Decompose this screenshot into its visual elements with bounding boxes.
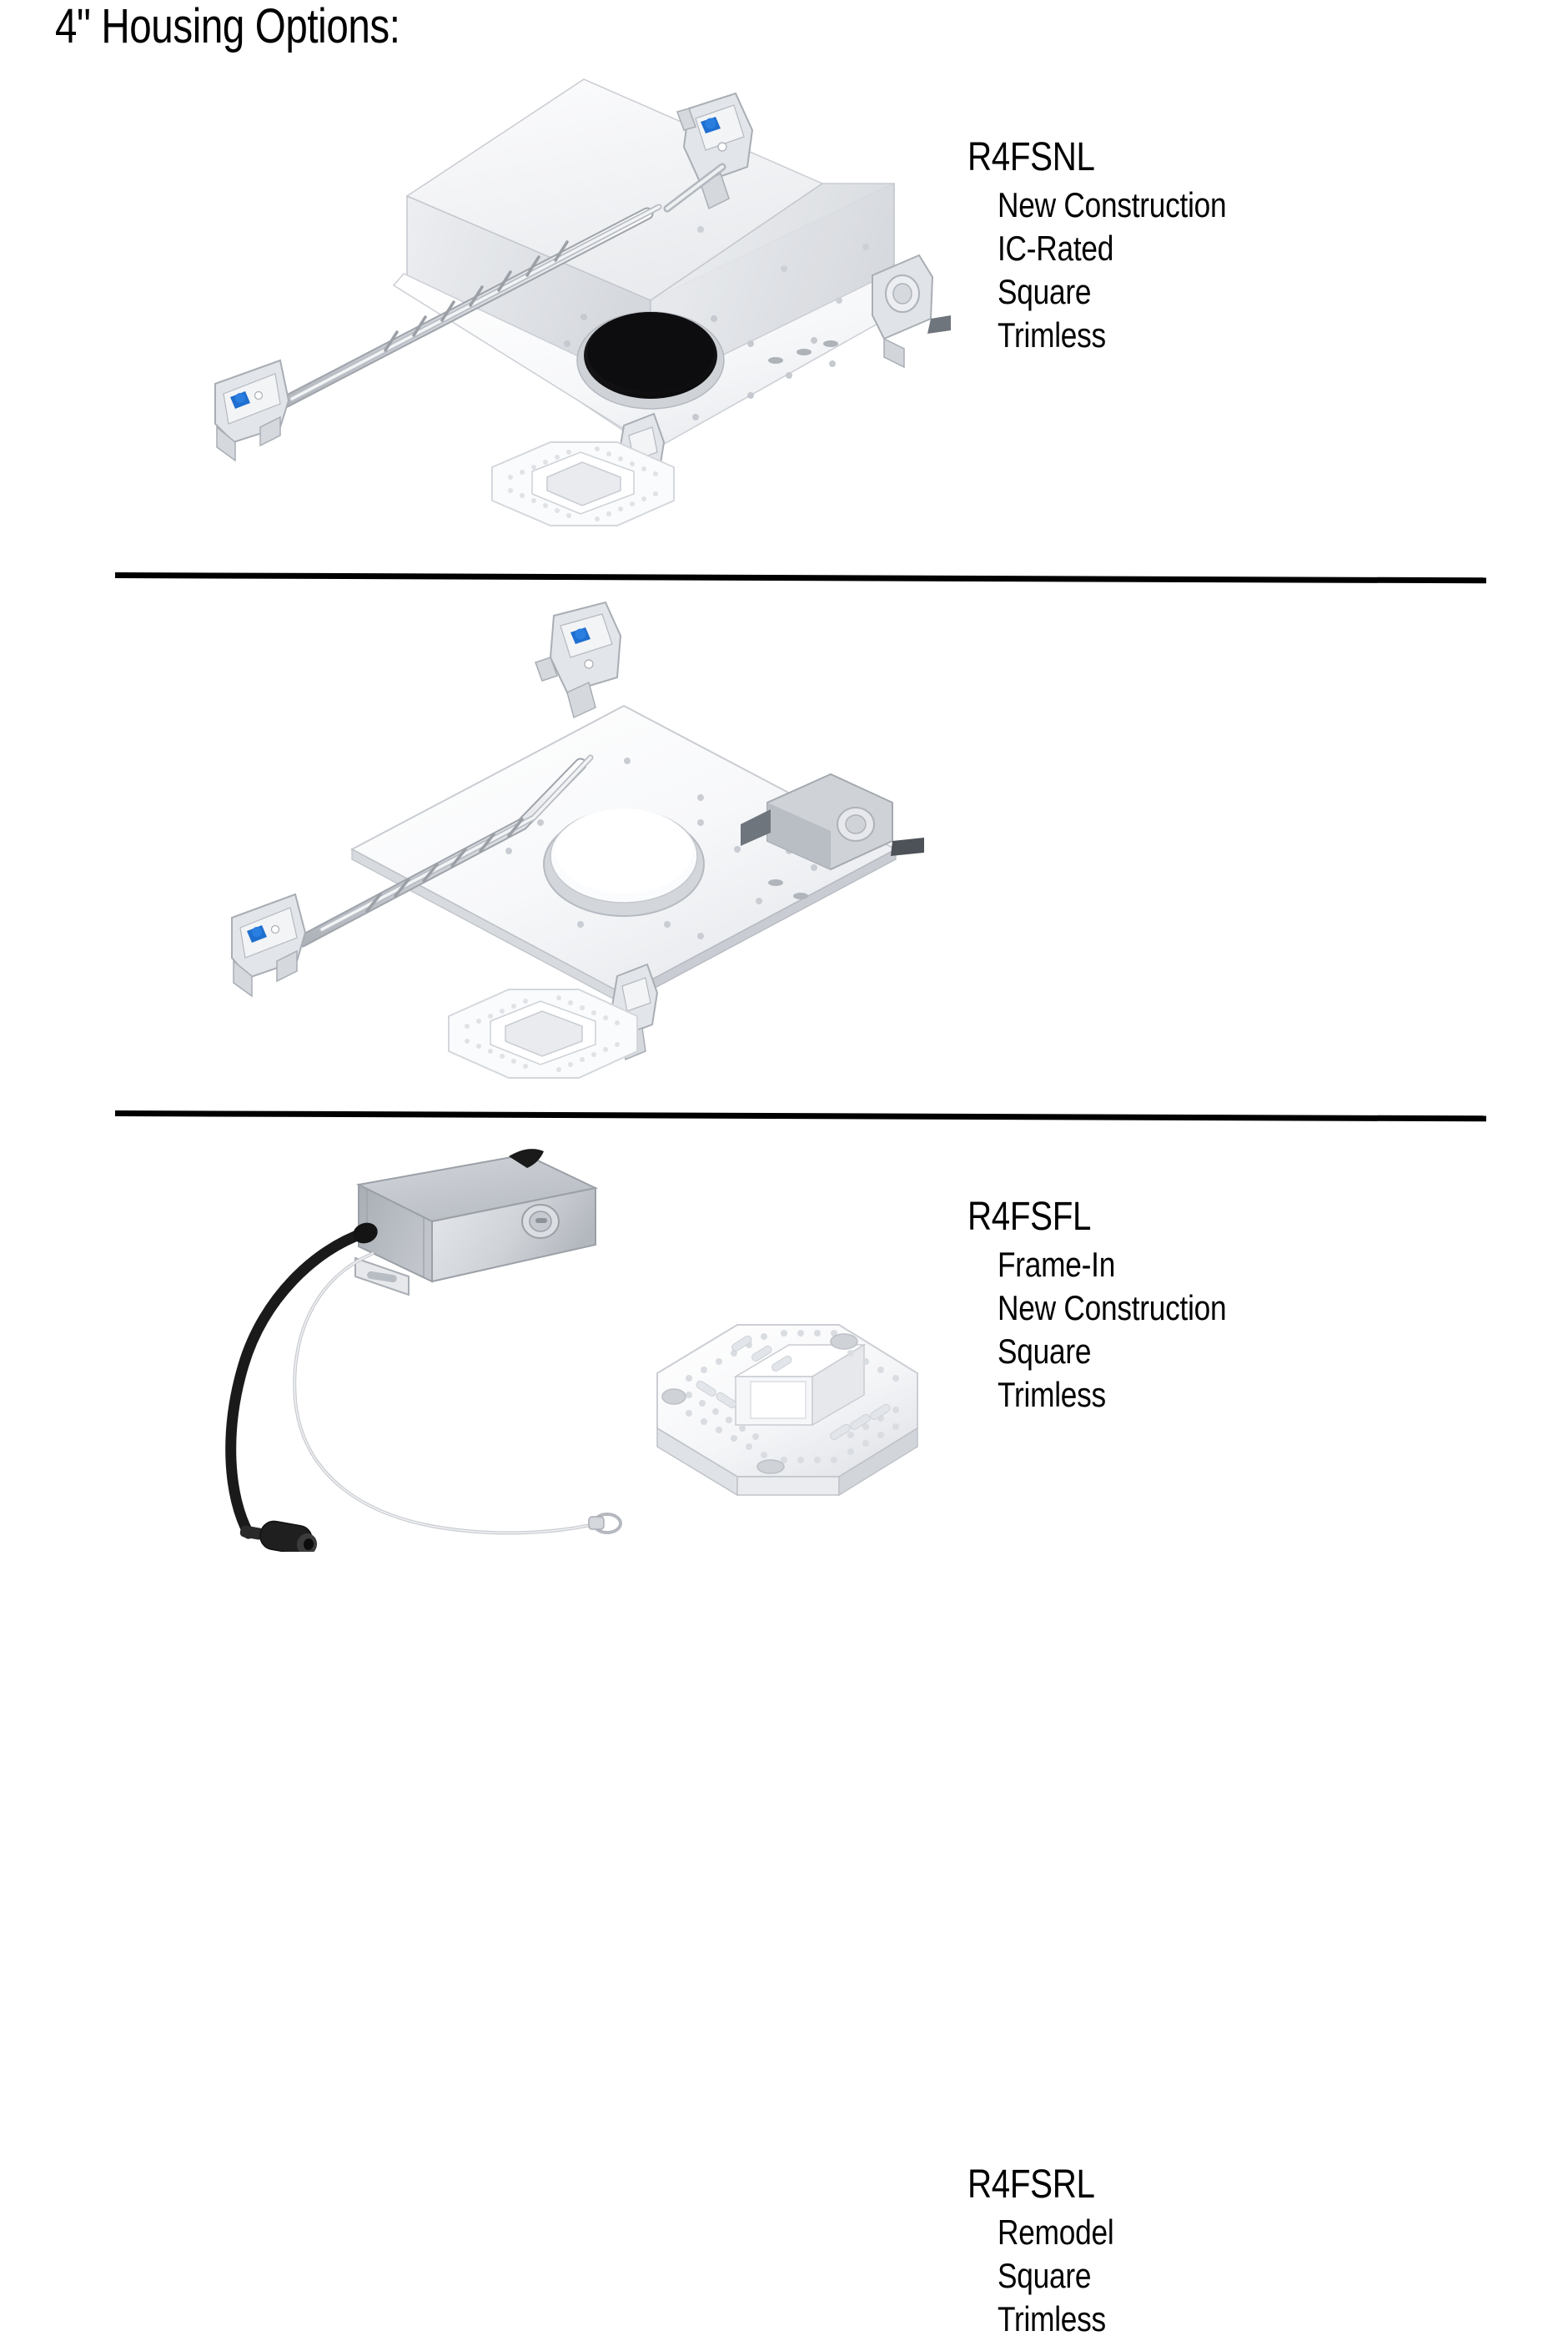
attribute-list: New Construction IC-Rated Square Trimles… — [998, 184, 1485, 357]
attribute-list: Remodel Square Trimless — [998, 2211, 1485, 2341]
attribute-item: Trimless — [998, 2299, 1106, 2338]
model-code: R4FSRL — [967, 2162, 1095, 2207]
section-divider-1 — [114, 572, 1487, 584]
attribute-item: Remodel — [998, 2213, 1114, 2252]
attribute-item: New Construction — [998, 1288, 1227, 1327]
product-label-r4fsnl: R4FSNL New Construction IC-Rated Square … — [967, 133, 1485, 357]
attribute-item: Square — [998, 1332, 1092, 1371]
new-construction-ic-housing-illustration — [117, 50, 951, 534]
attribute-item: Trimless — [998, 1375, 1106, 1414]
attribute-item: Square — [998, 2256, 1092, 2295]
model-code: R4FSFL — [967, 1195, 1092, 1239]
attribute-item: Frame-In — [998, 1245, 1116, 1284]
frame-in-housing-illustration — [117, 584, 951, 1085]
attribute-item: Square — [998, 272, 1092, 311]
remodel-housing-illustration — [117, 1135, 951, 1552]
model-code: R4FSNL — [967, 135, 1095, 179]
product-row-2: R4FSFL Frame-In New Construction Square … — [0, 584, 1568, 1414]
product-label-r4fsfl: R4FSFL Frame-In New Construction Square … — [967, 1193, 1485, 1417]
attribute-item: Trimless — [998, 315, 1106, 355]
page-title: 4" Housing Options: — [55, 0, 400, 53]
attribute-item: IC-Rated — [998, 229, 1114, 268]
attribute-item: New Construction — [998, 185, 1227, 224]
product-label-r4fsrl: R4FSRL Remodel Square Trimless — [967, 2161, 1485, 2341]
section-divider-2 — [114, 1110, 1487, 1122]
product-row-1: R4FSNL New Construction IC-Rated Square … — [0, 50, 1568, 534]
product-row-3: R4FSRL Remodel Square Trimless — [0, 1135, 1568, 2338]
attribute-list: Frame-In New Construction Square Trimles… — [998, 1243, 1485, 1417]
